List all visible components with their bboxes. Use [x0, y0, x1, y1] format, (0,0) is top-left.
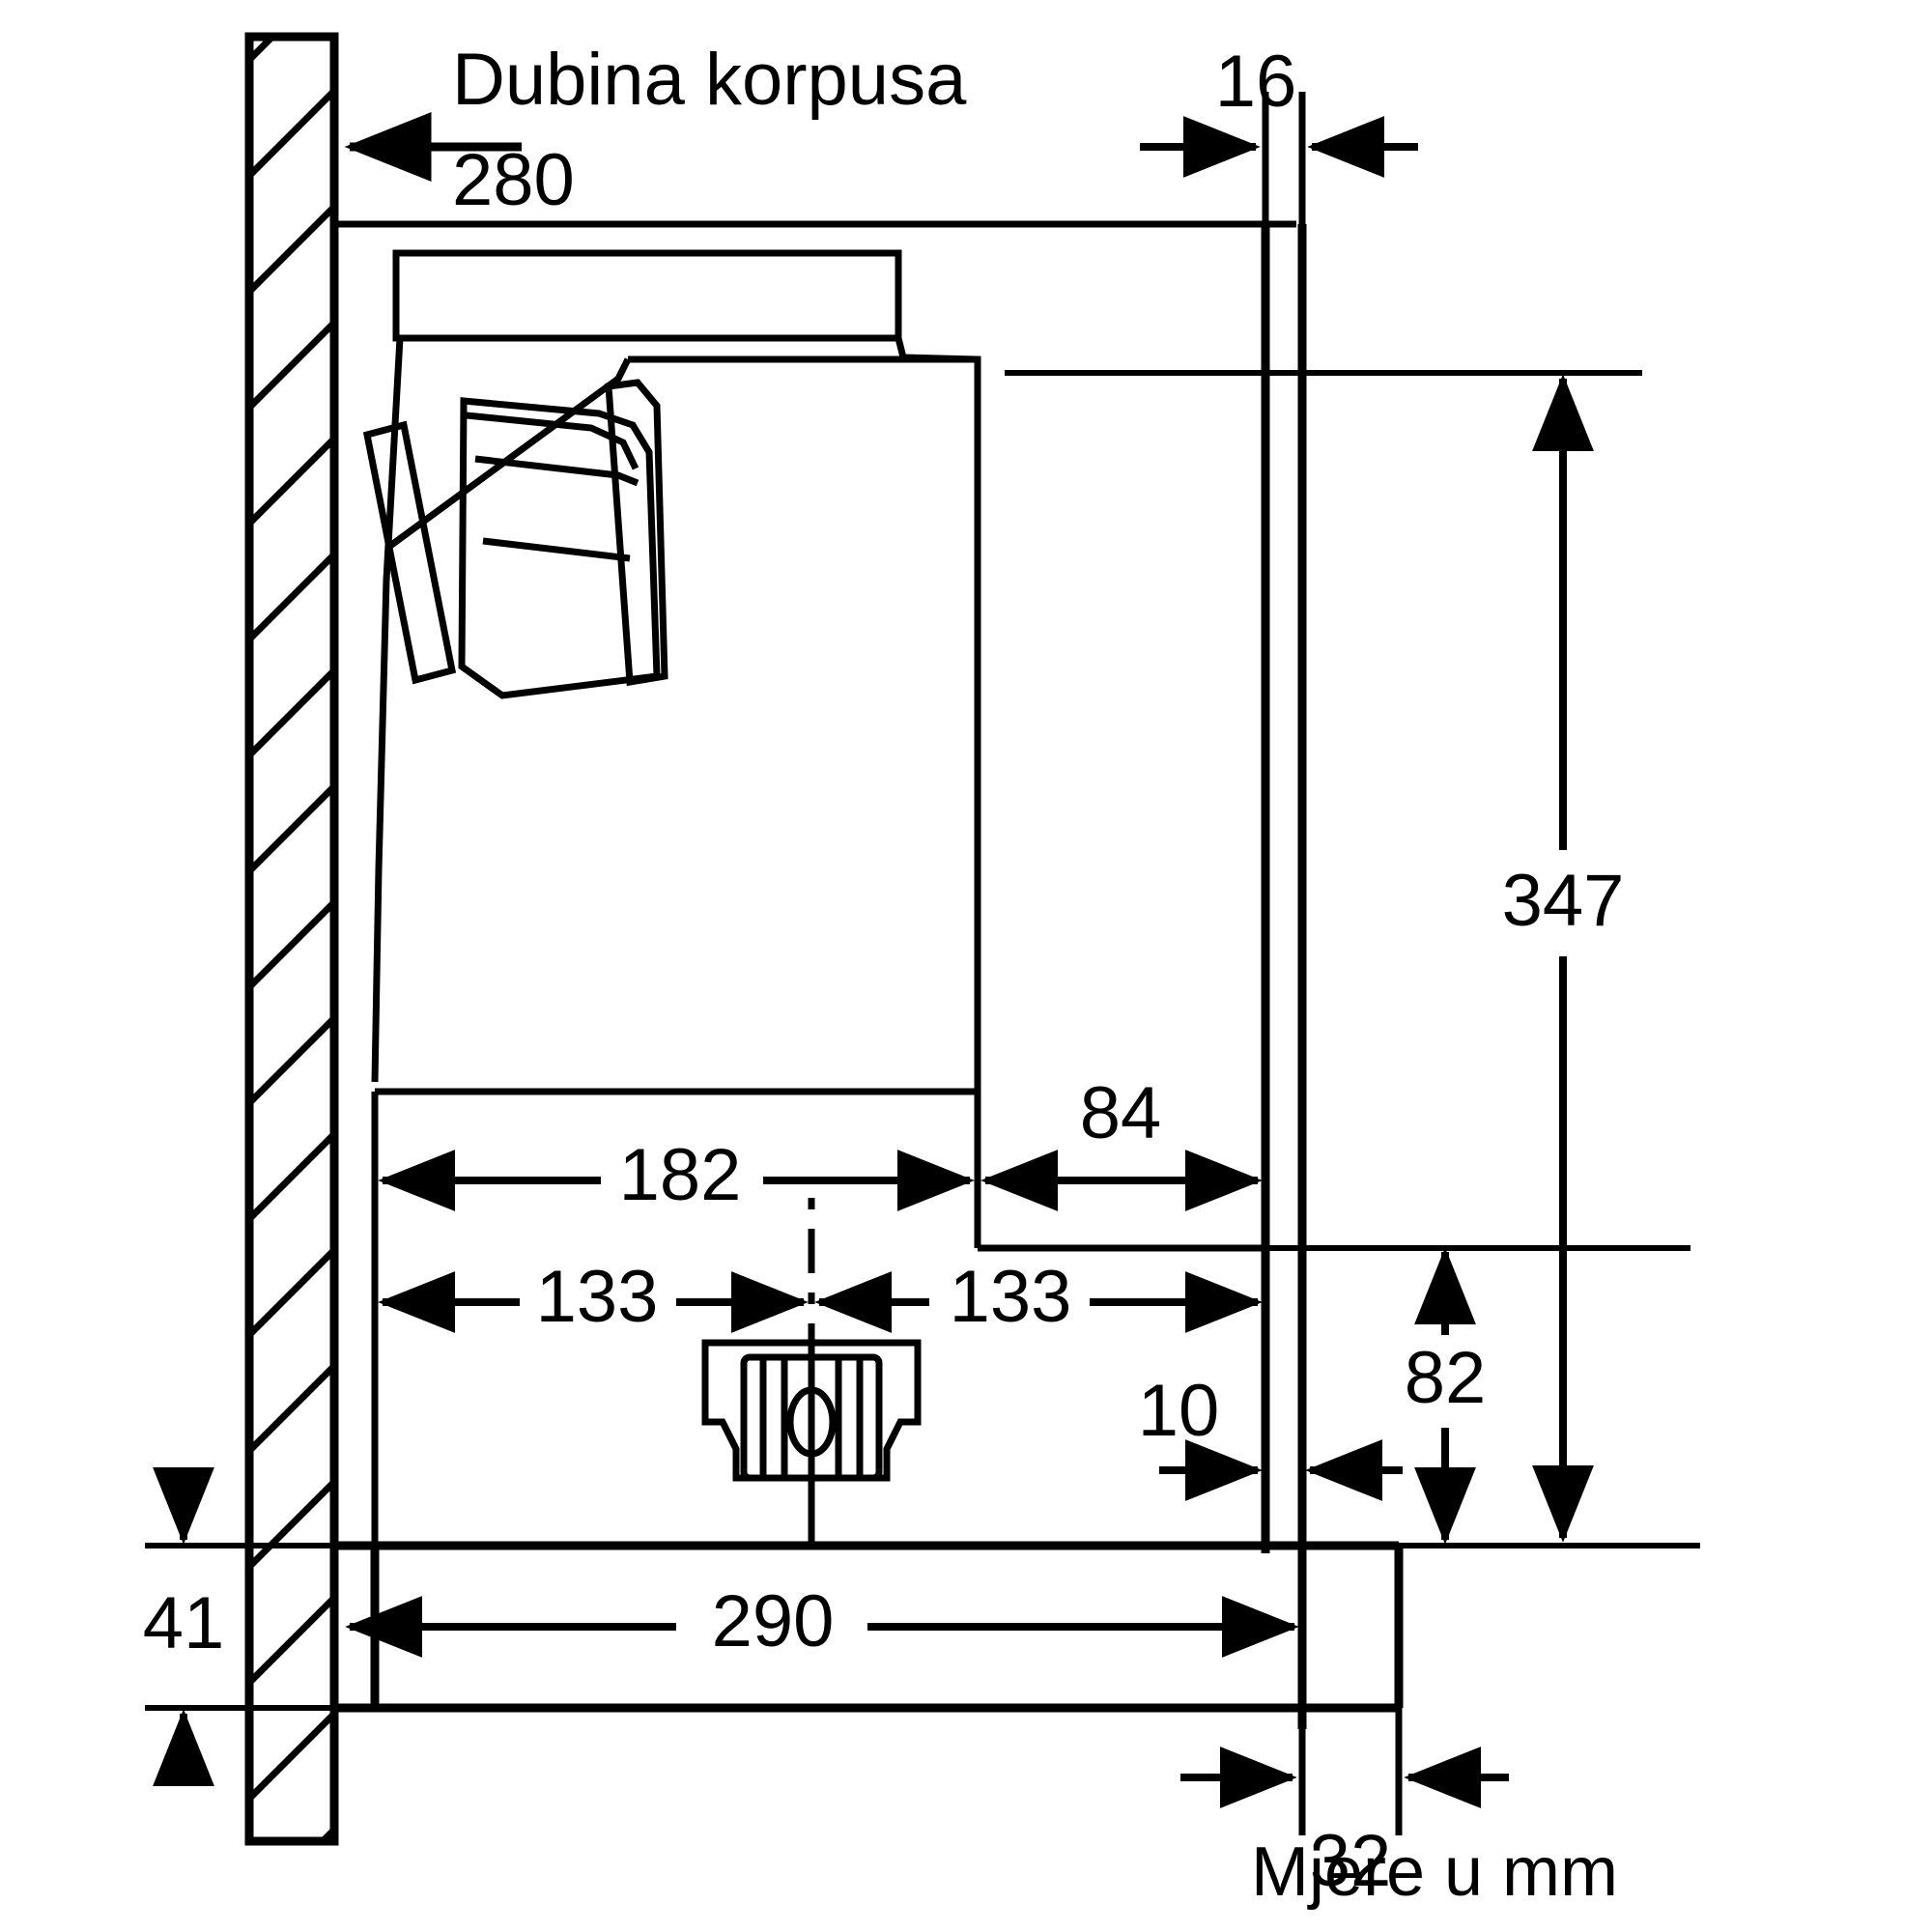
dimension-16: 16: [1140, 41, 1418, 224]
wall-hatching: [249, 37, 334, 1841]
dimension-84: 84: [980, 1072, 1263, 1211]
dimension-10-label: 10: [1138, 1370, 1220, 1452]
dimension-290-label: 290: [712, 1580, 835, 1662]
dimension-347: 347: [1502, 374, 1625, 1543]
dimension-82-label: 82: [1405, 1337, 1487, 1419]
dimension-32-label: 32: [1310, 1820, 1392, 1902]
cabinet-depth-label: Dubina korpusa: [452, 39, 967, 121]
dimension-82: 82: [1405, 1247, 1487, 1545]
dimension-133-left-label: 133: [536, 1256, 659, 1338]
grease-filter-detail: [362, 379, 668, 699]
dimension-347-label: 347: [1502, 860, 1625, 942]
cabinet-depth-callout: Dubina korpusa 280: [344, 39, 967, 221]
dimension-32: 32: [1180, 1708, 1509, 1902]
cabinet-outline: [334, 220, 1296, 1546]
dimension-41-label: 41: [143, 1582, 225, 1664]
dimension-182-label: 182: [619, 1134, 742, 1216]
dimension-10: 10: [1138, 1370, 1403, 1546]
dimension-84-label: 84: [1080, 1072, 1162, 1154]
units-note: Mjere u mm: [1251, 1833, 1618, 1911]
wall-section: [244, 32, 339, 1846]
dimension-182: 182: [378, 1134, 975, 1216]
dimension-133-right-label: 133: [950, 1256, 1072, 1338]
dimension-290: 290: [345, 1580, 1299, 1662]
hood-step-outline: [974, 1092, 1265, 1252]
dimension-133-left: 133: [378, 1256, 809, 1338]
dimension-16-label: 16: [1215, 41, 1297, 123]
dimension-133-right: 133: [814, 1256, 1263, 1338]
dimension-41: 41: [143, 1466, 225, 1787]
cabinet-depth-value: 280: [452, 139, 575, 221]
